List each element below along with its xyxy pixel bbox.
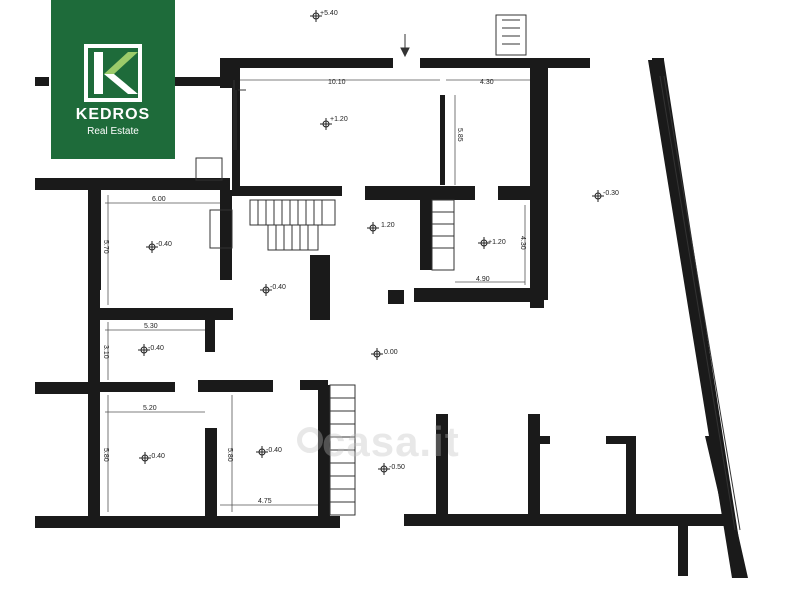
elev-left-room: -0.40 <box>156 241 172 248</box>
thin-lines <box>195 14 741 531</box>
elev-top-outside: +5.40 <box>320 10 338 17</box>
dim-vertical-center: 5.85 <box>456 128 463 142</box>
logo-brand: KEDROS <box>75 106 151 123</box>
k-monogram-icon <box>84 44 142 102</box>
elev-central: 0.00 <box>384 349 398 356</box>
elev-bottom-left-room: -0.40 <box>149 453 165 460</box>
elev-main-hall: +1.20 <box>330 116 348 123</box>
elev-stair-landing: 1.20 <box>381 222 395 229</box>
dim-room-right-width: 4.90 <box>476 276 490 283</box>
dim-top-width-left: 10.10 <box>328 79 346 86</box>
dim-room-middle-width: 5.30 <box>144 323 158 330</box>
walls <box>35 58 748 578</box>
elev-courtyard: -0.30 <box>603 190 619 197</box>
logo-subtitle: Real Estate <box>87 126 139 137</box>
elev-middle-room: -0.40 <box>148 345 164 352</box>
dim-room-middle-height: 3.10 <box>102 345 109 359</box>
elev-right-room: +1.20 <box>488 239 506 246</box>
elev-bottom-court: -0.50 <box>389 464 405 471</box>
kedros-logo: KEDROS Real Estate <box>51 0 175 159</box>
dim-room-bottom-left-height: 5.80 <box>102 448 109 462</box>
dimension-lines <box>105 79 530 512</box>
elevation-marks <box>138 10 604 475</box>
elev-corridor: -0.40 <box>270 284 286 291</box>
labels: +5.40 +1.20 1.20 +1.20 -0.30 -0.40 -0.40… <box>102 10 619 505</box>
dim-room-bottom-left-width: 5.20 <box>143 405 157 412</box>
dim-room-left-width: 6.00 <box>152 196 166 203</box>
dim-room-right-height: 4.30 <box>519 236 526 250</box>
casa-logo-icon <box>297 427 323 453</box>
dim-room-bottom-mid-height: 5.80 <box>226 448 233 462</box>
watermark-text: casa.it <box>322 418 460 465</box>
dim-top-width-right: 4.30 <box>480 79 494 86</box>
stairs <box>249 19 520 516</box>
dim-room-left-height: 5.70 <box>102 240 109 254</box>
dim-room-bottom-mid-width: 4.75 <box>258 498 272 505</box>
elev-bottom-mid-room: -0.40 <box>266 447 282 454</box>
